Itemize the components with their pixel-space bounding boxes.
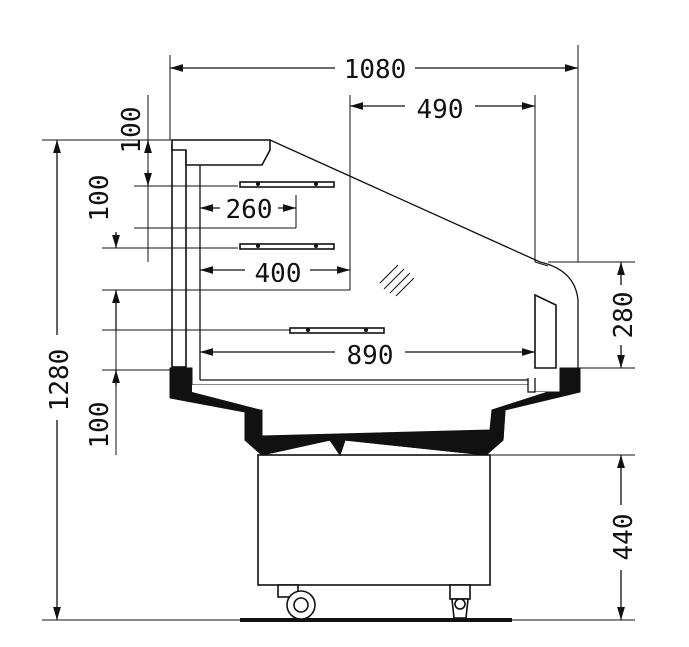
castor-wheel-right (449, 584, 471, 619)
castor-wheel-left (277, 584, 316, 620)
label-stand-height: 440 (609, 514, 639, 561)
shelf-lower (289, 327, 385, 334)
base-tub-floor (244, 391, 561, 457)
front-glass (269, 139, 541, 263)
label-total-width: 1080 (344, 55, 407, 85)
label-front-height: 280 (609, 292, 639, 339)
label-shelf-spacing-2: 100 (85, 175, 115, 222)
shelf-middle (239, 243, 335, 250)
dimension-lines (42, 45, 635, 621)
shelf-upper (239, 181, 335, 188)
dimension-labels: 1080 490 260 400 890 100 100 1280 100 28… (45, 55, 639, 560)
front-glass-bottom (539, 261, 579, 368)
display-case-body (169, 95, 581, 622)
label-total-height: 1280 (45, 349, 75, 412)
label-shelf-upper-depth: 260 (226, 195, 273, 225)
back-wall (171, 144, 187, 368)
base-tub-inner (192, 385, 548, 436)
pedestal (257, 454, 491, 586)
floor-plate (240, 618, 512, 622)
label-top-glass-width: 490 (417, 95, 464, 125)
label-top-shelf-spacing: 100 (117, 107, 147, 154)
label-bottom-depth: 890 (347, 341, 394, 371)
top-canopy (171, 139, 271, 166)
label-base-offset: 100 (85, 402, 115, 449)
glass-hatch (379, 264, 415, 297)
front-panel (534, 293, 557, 369)
label-shelf-middle-depth: 400 (255, 259, 302, 289)
